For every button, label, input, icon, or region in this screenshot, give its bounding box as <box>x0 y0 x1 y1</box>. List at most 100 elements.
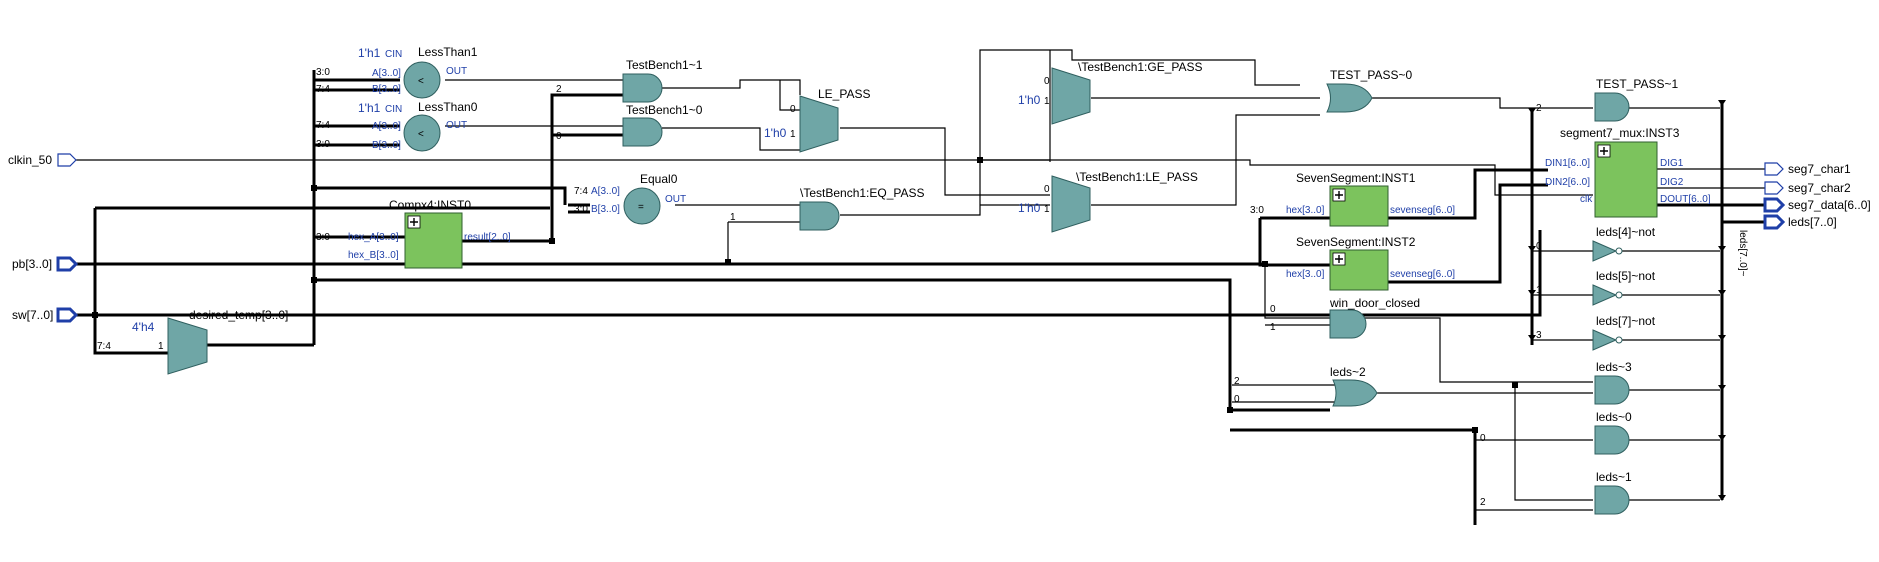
junctions <box>92 157 1518 433</box>
port-label: hex_B[3..0] <box>348 250 399 261</box>
bus-slice-label: 7:4 <box>97 341 111 352</box>
comparator-symbol: < <box>418 76 424 87</box>
node-label: Equal0 <box>640 172 678 186</box>
node-label: LessThan0 <box>418 100 478 114</box>
output-pin-data[interactable]: seg7_data[6..0] <box>1763 197 1871 213</box>
node-label: win_door_closed <box>1329 296 1420 310</box>
node-label: TestBench1~1 <box>626 58 703 72</box>
input-label-clk: clkin_50 <box>8 153 52 167</box>
block-segment7-mux-inst3[interactable]: segment7_mux:INST3 DIN1[6..0] DIN2[6..0]… <box>1545 126 1711 218</box>
and-gate-test-pass-1[interactable]: TEST_PASS~1 2 <box>1536 77 1678 122</box>
bus-arrows <box>1528 100 1726 501</box>
node-label: TEST_PASS~0 <box>1330 68 1412 82</box>
input-label-sw: sw[7..0] <box>12 308 53 322</box>
pin-label: 1 <box>790 129 796 140</box>
port-label: B[3..0] <box>372 84 401 95</box>
output-label-leds: leds[7..0] <box>1788 215 1837 229</box>
mux-ge-pass[interactable]: \TestBench1:GE_PASS 1'h0 0 1 <box>1018 60 1203 125</box>
port-label: OUT <box>665 194 686 205</box>
port-label: hex[3..0] <box>1286 269 1325 280</box>
node-label: segment7_mux:INST3 <box>1560 126 1680 140</box>
node-label: desired_temp[3..0] <box>189 308 288 322</box>
port-label: A[3..0] <box>591 186 620 197</box>
and-gate-eq-pass[interactable]: \TestBench1:EQ_PASS 1 <box>730 186 925 231</box>
port-label: OUT <box>446 66 467 77</box>
output-pin-char2[interactable]: seg7_char2 <box>1764 181 1851 195</box>
pin-label: 0 <box>1044 76 1050 87</box>
pin-label: 2 <box>556 84 562 95</box>
node-label: leds[4]~not <box>1596 225 1656 239</box>
input-pin-pb[interactable]: pb[3..0] <box>12 256 79 272</box>
pin-label: 2 <box>1536 103 1542 114</box>
pin-label: 2 <box>1480 497 1486 508</box>
comparator-symbol: = <box>638 202 644 213</box>
and-gate-leds0[interactable]: leds~0 0 <box>1480 410 1632 455</box>
not-gate-leds4[interactable]: leds[4]~not 0 <box>1536 225 1656 262</box>
node-label: Compx4:INST0 <box>389 198 471 212</box>
not-gate-leds7[interactable]: leds[7]~not 3 <box>1536 314 1656 351</box>
bus-slice-label: 7:4 <box>316 120 330 131</box>
port-label: B[3..0] <box>591 204 620 215</box>
pin-label: 3 <box>1536 330 1542 341</box>
not-gate-leds5[interactable]: leds[5]~not 1 <box>1536 269 1656 306</box>
output-pin-char1[interactable]: seg7_char1 <box>1764 162 1851 176</box>
output-label-char1: seg7_char1 <box>1788 162 1851 176</box>
and-gate-testbench1-1[interactable]: TestBench1~1 2 <box>556 58 703 103</box>
block-sevensegment-inst1[interactable]: SevenSegment:INST1 hex[3..0] sevenseg[6.… <box>1250 171 1455 227</box>
node-label: leds~1 <box>1596 470 1632 484</box>
and-gate-leds3[interactable]: leds~3 <box>1594 360 1632 405</box>
and-gate-leds1[interactable]: leds~1 2 <box>1480 470 1632 515</box>
block-compx4-inst0[interactable]: Compx4:INST0 hex_A[3..0] hex_B[3..0] res… <box>316 198 511 269</box>
mux-tb-le-pass[interactable]: \TestBench1:LE_PASS 1'h0 0 1 <box>1018 170 1198 233</box>
port-label: B[3..0] <box>372 140 401 151</box>
port-label: DOUT[6..0] <box>1660 194 1711 205</box>
node-label: \TestBench1:GE_PASS <box>1078 60 1203 74</box>
comparator-equal0[interactable]: = Equal0 7:4 A[3..0] 3:0 B[3..0] OUT <box>574 172 686 225</box>
bus-slice-label: 7:4 <box>316 84 330 95</box>
input-pin-clk[interactable]: clkin_50 <box>8 153 77 167</box>
node-label: SevenSegment:INST2 <box>1296 235 1416 249</box>
pin-label: 0 <box>790 104 796 115</box>
mux-le-pass[interactable]: LE_PASS 1'h0 0 1 <box>764 87 870 153</box>
block-sevensegment-inst2[interactable]: SevenSegment:INST2 hex[3..0] sevenseg[6.… <box>1286 235 1455 291</box>
node-label: leds[5]~not <box>1596 269 1656 283</box>
pin-label: 0 <box>1536 241 1542 252</box>
or-gate-test-pass-0[interactable]: TEST_PASS~0 <box>1326 68 1412 113</box>
or-gate-leds2[interactable]: leds~2 2 0 <box>1234 365 1378 407</box>
pin-label: 0 <box>1480 433 1486 444</box>
bus-slice-label: 3:0 <box>574 204 588 215</box>
output-label-data: seg7_data[6..0] <box>1788 198 1871 212</box>
comparator-lessthan1[interactable]: < LessThan1 1'h1 CIN A[3..0] B[3..0] OUT… <box>316 45 478 99</box>
pin-label: 2 <box>1234 376 1240 387</box>
node-label: TestBench1~0 <box>626 103 703 117</box>
mux-desired-temp[interactable]: desired_temp[3..0] 4'h4 7:4 1 <box>97 308 288 375</box>
node-label: LessThan1 <box>418 45 478 59</box>
port-label: CIN <box>385 104 402 115</box>
node-label: TEST_PASS~1 <box>1596 77 1678 91</box>
port-label: hex_A[3..0] <box>348 232 399 243</box>
port-label: CIN <box>385 49 402 60</box>
output-pin-leds[interactable]: leds[7..0] <box>1763 214 1837 230</box>
input-label-pb: pb[3..0] <box>12 257 52 271</box>
wires <box>74 49 1765 525</box>
and-gate-testbench1-0[interactable]: TestBench1~0 0 <box>556 103 703 147</box>
port-label: OUT <box>446 120 467 131</box>
input-pin-sw[interactable]: sw[7..0] <box>12 307 79 323</box>
node-label: leds~3 <box>1596 360 1632 374</box>
vertical-bus-label: leds[7..0]~ <box>1737 230 1748 277</box>
and-gate-win-door-closed[interactable]: win_door_closed 0 1 <box>1270 296 1420 339</box>
node-label: \TestBench1:EQ_PASS <box>800 186 925 200</box>
const-label: 1'h0 <box>1018 93 1041 107</box>
port-label: hex[3..0] <box>1286 205 1325 216</box>
pin-label: 0 <box>1234 394 1240 405</box>
pin-label: 1 <box>158 341 164 352</box>
port-label: DIN1[6..0] <box>1545 158 1590 169</box>
const-label: 1'h0 <box>764 126 787 140</box>
comparator-lessthan0[interactable]: < LessThan0 1'h1 CIN A[3..0] B[3..0] OUT… <box>316 100 478 152</box>
port-label: sevenseg[6..0] <box>1390 269 1455 280</box>
bus-slice-label: 3:0 <box>316 139 330 150</box>
node-label: SevenSegment:INST1 <box>1296 171 1416 185</box>
port-label: sevenseg[6..0] <box>1390 205 1455 216</box>
output-label-char2: seg7_char2 <box>1788 181 1851 195</box>
